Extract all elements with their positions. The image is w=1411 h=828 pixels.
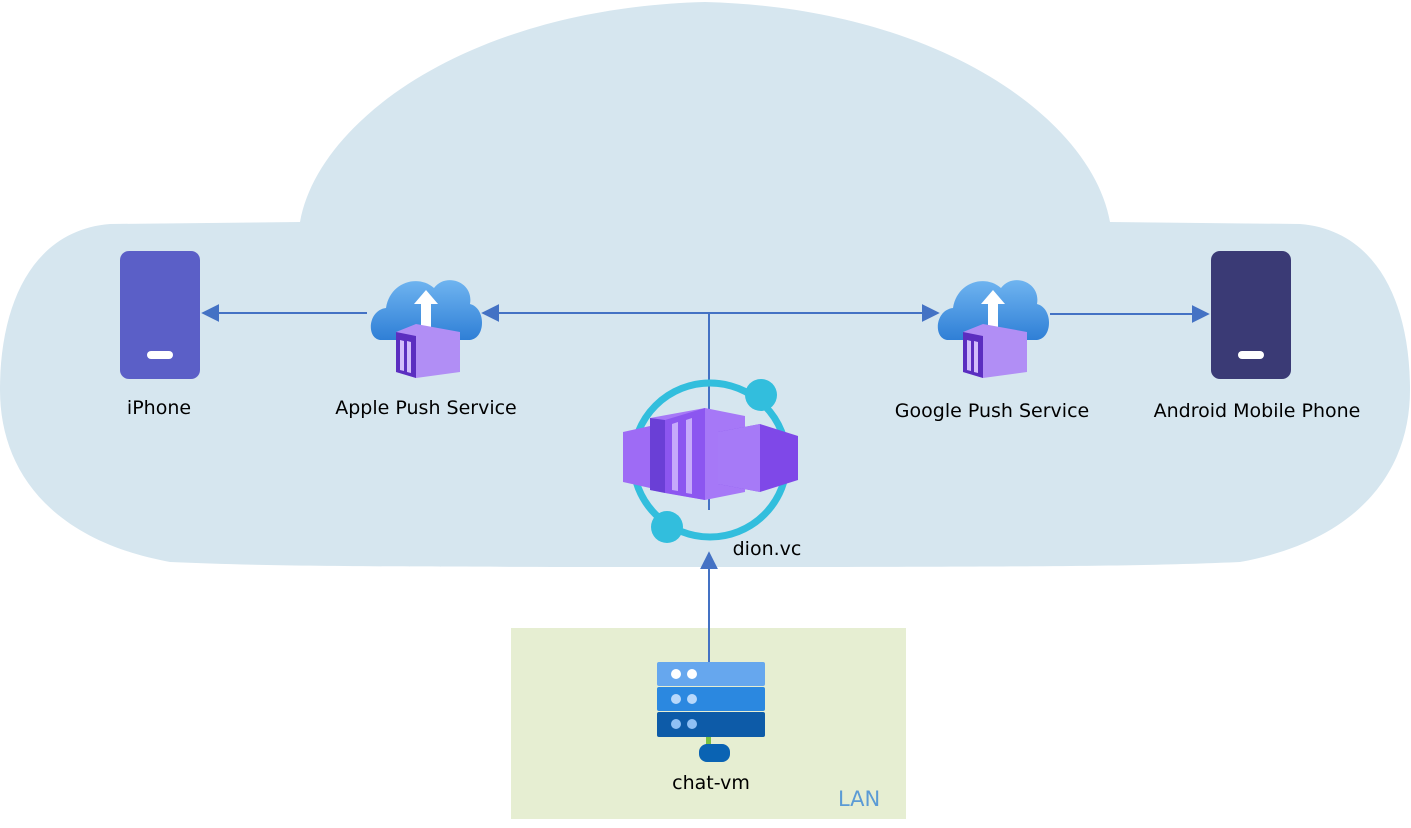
node-apple-push-service[interactable]: Apple Push Service	[335, 280, 517, 419]
iphone-label: iPhone	[127, 397, 191, 419]
node-iphone[interactable]: iPhone	[120, 251, 200, 419]
container-apps-icon	[623, 379, 798, 543]
cloud-upload-container-icon	[937, 280, 1049, 378]
apple-push-service-label: Apple Push Service	[335, 397, 517, 419]
mobile-phone-icon	[1211, 251, 1291, 379]
chat-vm-label: chat-vm	[672, 772, 750, 794]
internet-cloud	[0, 2, 1410, 567]
cloud-shape	[0, 2, 1410, 567]
node-chat-vm[interactable]: chat-vm	[657, 662, 765, 794]
node-dion-vc[interactable]: dion.vc	[623, 379, 801, 560]
mobile-phone-icon	[120, 251, 200, 379]
dion-vc-label: dion.vc	[733, 538, 802, 560]
android-phone-label: Android Mobile Phone	[1154, 400, 1361, 422]
lan-zone-label: LAN	[838, 787, 880, 811]
server-stack-icon	[657, 662, 765, 762]
cloud-upload-container-icon	[370, 280, 482, 378]
node-android-phone[interactable]: Android Mobile Phone	[1154, 251, 1361, 422]
google-push-service-label: Google Push Service	[895, 400, 1089, 422]
node-google-push-service[interactable]: Google Push Service	[895, 280, 1089, 422]
